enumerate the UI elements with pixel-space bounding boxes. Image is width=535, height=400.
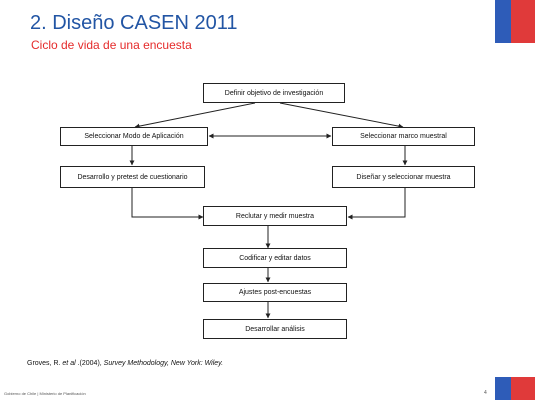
flag-decoration-top	[495, 0, 535, 43]
arrow-top-to-right	[279, 102, 404, 129]
box-ajustes-post-encuestas: Ajustes post-encuestas	[203, 283, 347, 302]
footer-text: Gobierno de Chile | Ministerio de Planif…	[4, 391, 86, 396]
box-seleccionar-modo: Seleccionar Modo de Aplicación	[60, 127, 208, 146]
arrow-top-to-left	[134, 102, 256, 129]
box-seleccionar-marco: Seleccionar marco muestral	[332, 127, 475, 146]
page-number: 4	[484, 390, 487, 396]
arrow-left-to-center	[131, 188, 204, 220]
box-disenar-muestra: Diseñar y seleccionar muestra	[332, 166, 475, 188]
arrow-right-to-center	[347, 188, 406, 220]
box-definir-objetivo: Definir objetivo de investigación	[203, 83, 345, 103]
slide-subtitle: Ciclo de vida de una encuesta	[31, 38, 192, 52]
reference-citation: Groves, R. et al .(2004), Survey Methodo…	[27, 360, 224, 367]
box-desarrollo-cuestionario: Desarrollo y pretest de cuestionario	[60, 166, 205, 188]
box-desarrollar-analisis: Desarrollar análisis	[203, 319, 347, 339]
box-codificar-datos: Codificar y editar datos	[203, 248, 347, 268]
flag-decoration-bottom	[495, 377, 535, 400]
box-reclutar-muestra: Reclutar y medir muestra	[203, 206, 347, 226]
slide-title: 2. Diseño CASEN 2011	[30, 12, 238, 34]
